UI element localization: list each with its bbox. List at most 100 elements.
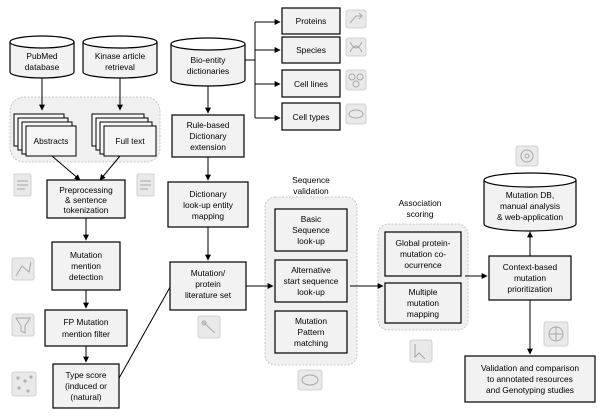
pattern-matching-box: Mutation Pattern matching: [274, 310, 348, 354]
preprocessing-label-3: tokenization: [64, 205, 109, 215]
mutation-db-database: Mutation DB, manual analysis & web-appli…: [483, 172, 577, 232]
validation-comparison-box: Validation and comparison to annotated r…: [464, 355, 596, 403]
dots-icon: [11, 371, 37, 397]
validation-label-3: and Genotyping studies: [486, 385, 574, 395]
context-label-2: mutation: [514, 273, 546, 283]
abstracts-documents: Abstracts: [13, 113, 77, 157]
document-icon: [136, 173, 155, 197]
basic-sequence-label-2: Sequence: [292, 225, 330, 235]
cursor-icon: [409, 339, 433, 363]
cell-icon: [345, 103, 367, 125]
alternative-start-label-1: Alternative: [291, 265, 331, 275]
fulltext-documents: Full text: [91, 113, 157, 157]
validation-label-2: to annotated resources: [487, 374, 573, 384]
kinase-retrieval-database: Kinase article retrieval: [82, 35, 158, 79]
literature-set-box: Mutation/ protein literature set: [169, 261, 247, 311]
disc-icon: [515, 145, 539, 167]
cooccurrence-label-2: mutation co-: [400, 249, 446, 259]
link-icon: [197, 315, 221, 339]
bioentity-label-1: Bio-entity: [191, 55, 227, 65]
lookup-box: Dictionary look-up entity mapping: [167, 181, 249, 228]
mutation-db-label-1: Mutation DB,: [506, 190, 554, 200]
basic-sequence-label-3: look-up: [297, 236, 325, 246]
dna-icon: [345, 37, 367, 57]
bioentity-dictionaries-database: Bio-entity dictionaries: [170, 37, 246, 87]
rule-based-label-3: extension: [190, 142, 226, 152]
context-label-1: Context-based: [503, 262, 558, 272]
mention-detection-box: Mutation mention detection: [51, 241, 121, 291]
globe-icon: [543, 321, 569, 347]
literature-set-label-1: Mutation/: [191, 268, 226, 278]
document-icon: [13, 173, 32, 197]
kinase-label-1: Kinase article: [95, 51, 146, 61]
fulltext-label: Full text: [115, 136, 145, 146]
type-score-label-3: (natural): [70, 392, 101, 402]
species-box: Species: [281, 36, 341, 64]
alternative-start-label-2: start sequence: [284, 276, 339, 286]
cooccurrence-box: Global protein- mutation co- ocurrence: [384, 231, 462, 277]
mutation-db-label-3: & web-application: [497, 212, 563, 222]
fp-filter-label-1: FP Mutation: [64, 317, 109, 327]
bioentity-label-2: dictionaries: [187, 66, 229, 76]
cooccurrence-label-1: Global protein-: [396, 238, 451, 248]
association-scoring-title-1: Association: [399, 198, 442, 208]
cell-types-label: Cell types: [293, 112, 330, 122]
association-scoring-title-2: scoring: [407, 209, 434, 219]
validation-label-1: Validation and comparison: [481, 363, 579, 373]
fp-filter-label-2: mention filter: [62, 329, 110, 339]
rule-based-label-2: Dictionary: [189, 131, 227, 141]
type-score-box: Type score (induced or (natural): [52, 363, 120, 409]
dish-icon: [297, 369, 323, 391]
mutation-db-label-2: manual analysis: [500, 201, 560, 211]
pubmed-database: PubMed database: [9, 35, 75, 79]
pattern-matching-label-2: Pattern: [297, 327, 324, 337]
sequence-validation-title-1: Sequence: [292, 175, 330, 185]
mention-detection-label-1: Mutation: [70, 250, 102, 260]
connectors: [39, 19, 533, 381]
lookup-label-3: mapping: [192, 211, 224, 221]
network-icon: [11, 257, 35, 281]
type-score-label-1: Type score: [66, 370, 107, 380]
pubmed-label-1: PubMed: [26, 51, 58, 61]
mention-detection-label-3: detection: [69, 272, 103, 282]
multiple-mapping-box: Multiple mutation mapping: [384, 282, 462, 324]
pattern-matching-label-3: matching: [294, 338, 328, 348]
multiple-mapping-label-3: mapping: [407, 309, 439, 319]
sequence-validation-title-2: validation: [293, 186, 329, 196]
multiple-mapping-label-2: mutation: [407, 298, 439, 308]
fp-filter-box: FP Mutation mention filter: [44, 309, 128, 347]
species-label: Species: [296, 45, 326, 55]
cell-lines-box: Cell lines: [281, 69, 341, 98]
share-icon: [345, 9, 367, 29]
context-prioritization-box: Context-based mutation prioritization: [488, 255, 572, 301]
lookup-label-2: look-up entity: [183, 200, 234, 210]
pattern-matching-label-1: Mutation: [295, 316, 327, 326]
basic-sequence-box: Basic Sequence look-up: [274, 208, 348, 252]
multiple-mapping-label-1: Multiple: [409, 287, 438, 297]
cell-types-box: Cell types: [281, 102, 341, 131]
type-score-label-2: (induced or: [65, 381, 107, 391]
kinase-label-2: retrieval: [105, 62, 135, 72]
context-label-3: prioritization: [507, 284, 552, 294]
lookup-label-1: Dictionary: [189, 189, 227, 199]
mention-detection-label-2: mention: [71, 261, 101, 271]
cooccurrence-label-3: ocurrence: [404, 260, 442, 270]
cell-lines-label: Cell lines: [294, 79, 328, 89]
rule-based-label-1: Rule-based: [187, 120, 230, 130]
basic-sequence-label-1: Basic: [301, 214, 321, 224]
proteins-box: Proteins: [281, 7, 341, 35]
preprocessing-box: Preprocessing & sentence tokenization: [46, 179, 126, 219]
literature-set-label-3: literature set: [185, 290, 232, 300]
alternative-start-box: Alternative start sequence look-up: [274, 259, 348, 303]
filter-icon: [11, 313, 35, 337]
preprocessing-label-1: Preprocessing: [59, 185, 113, 195]
abstracts-label: Abstracts: [34, 136, 69, 146]
alternative-start-label-3: look-up: [297, 287, 325, 297]
proteins-label: Proteins: [296, 16, 327, 26]
pubmed-label-2: database: [25, 62, 60, 72]
rule-based-box: Rule-based Dictionary extension: [171, 114, 245, 158]
cells-icon: [345, 69, 367, 91]
literature-set-label-2: protein: [195, 279, 221, 289]
preprocessing-label-2: & sentence: [65, 195, 107, 205]
